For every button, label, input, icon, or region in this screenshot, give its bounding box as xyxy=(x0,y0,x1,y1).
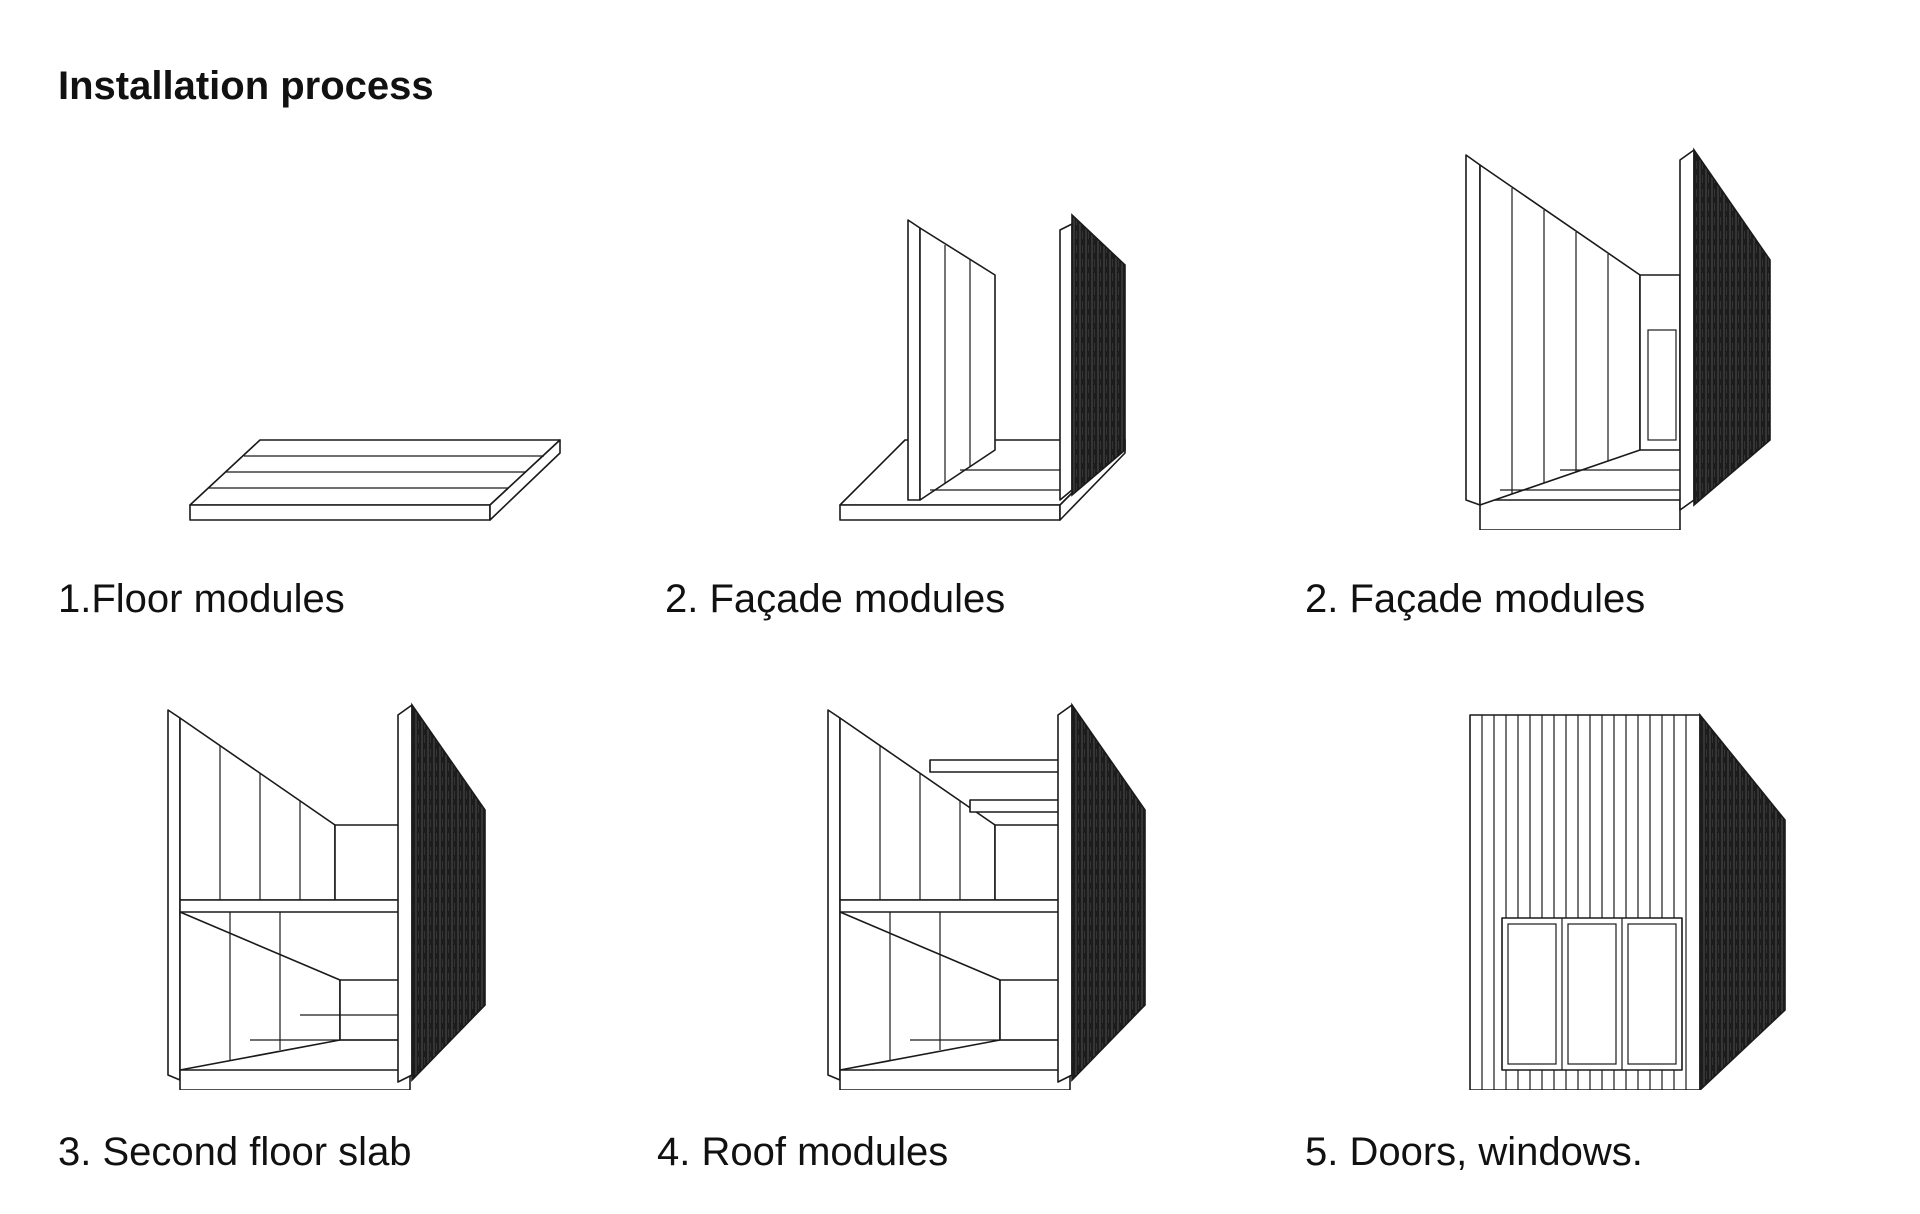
floor-slab-side xyxy=(489,439,561,521)
facade-modules-drawing-a xyxy=(839,213,1126,521)
floor-slab-front xyxy=(189,504,491,521)
right-wall-edge xyxy=(1679,149,1695,511)
right-wall-cladding xyxy=(411,702,486,1082)
right-wall-cladding xyxy=(1071,702,1146,1082)
right-wall-cladding xyxy=(1071,213,1126,497)
upper-left-wall xyxy=(179,717,336,901)
upper-back-wall xyxy=(994,824,1061,901)
roof-beam-1 xyxy=(929,759,1061,773)
left-wall-inner xyxy=(919,227,996,501)
step-3-caption: 3. Second floor slab xyxy=(58,1130,412,1174)
page-title: Installation process xyxy=(58,64,434,108)
right-wall-edge xyxy=(397,704,413,1083)
lower-back-wall xyxy=(999,979,1061,1041)
step-2a-diagram xyxy=(820,60,1340,530)
left-wall-edge xyxy=(907,219,921,501)
ground-slab-front xyxy=(179,1069,411,1090)
step-2a-caption: 2. Façade modules xyxy=(665,577,1006,621)
left-wall-edge xyxy=(827,709,841,1081)
right-wall-cladding xyxy=(1693,147,1771,507)
left-wall-inner xyxy=(1479,164,1641,506)
step-1-diagram xyxy=(160,60,680,530)
back-door-opening xyxy=(1647,329,1677,441)
right-wall-edge xyxy=(1059,223,1073,501)
left-wall-edge xyxy=(167,709,181,1081)
step-3-diagram xyxy=(150,620,670,1090)
step-4-caption: 4. Roof modules xyxy=(657,1130,949,1174)
right-wall-edge xyxy=(1057,704,1073,1083)
step-4-diagram xyxy=(810,620,1330,1090)
back-wall xyxy=(1639,274,1681,451)
door-panel-3 xyxy=(1627,923,1677,1065)
floor-modules-drawing xyxy=(189,439,561,521)
second-floor-slab xyxy=(179,899,411,913)
second-floor-slab xyxy=(839,899,1071,913)
step-2b-caption: 2. Façade modules xyxy=(1305,577,1646,621)
step-1-caption: 1.Floor modules xyxy=(58,577,345,621)
glazed-doors-frame xyxy=(1501,917,1683,1071)
lower-back-wall xyxy=(339,979,401,1041)
door-panel-1 xyxy=(1507,923,1557,1065)
facade-modules-drawing-b xyxy=(1465,147,1771,530)
roof-beam-2 xyxy=(969,799,1061,813)
doors-windows-drawing xyxy=(1469,712,1786,1090)
lower-left-wall xyxy=(179,911,341,1071)
right-wall-cladding xyxy=(1699,712,1786,1090)
second-floor-slab-drawing xyxy=(167,702,486,1090)
left-wall-edge xyxy=(1465,154,1481,506)
floor-slab-front xyxy=(1479,499,1681,530)
upper-back-wall xyxy=(334,824,401,901)
roof-modules-drawing xyxy=(827,702,1146,1090)
step-5-diagram xyxy=(1450,620,1920,1090)
lower-left-wall xyxy=(839,911,1001,1071)
step-2b-diagram xyxy=(1440,60,1920,530)
door-panel-2 xyxy=(1567,923,1617,1065)
step-5-caption: 5. Doors, windows. xyxy=(1305,1130,1643,1174)
ground-slab-front xyxy=(839,1069,1071,1090)
